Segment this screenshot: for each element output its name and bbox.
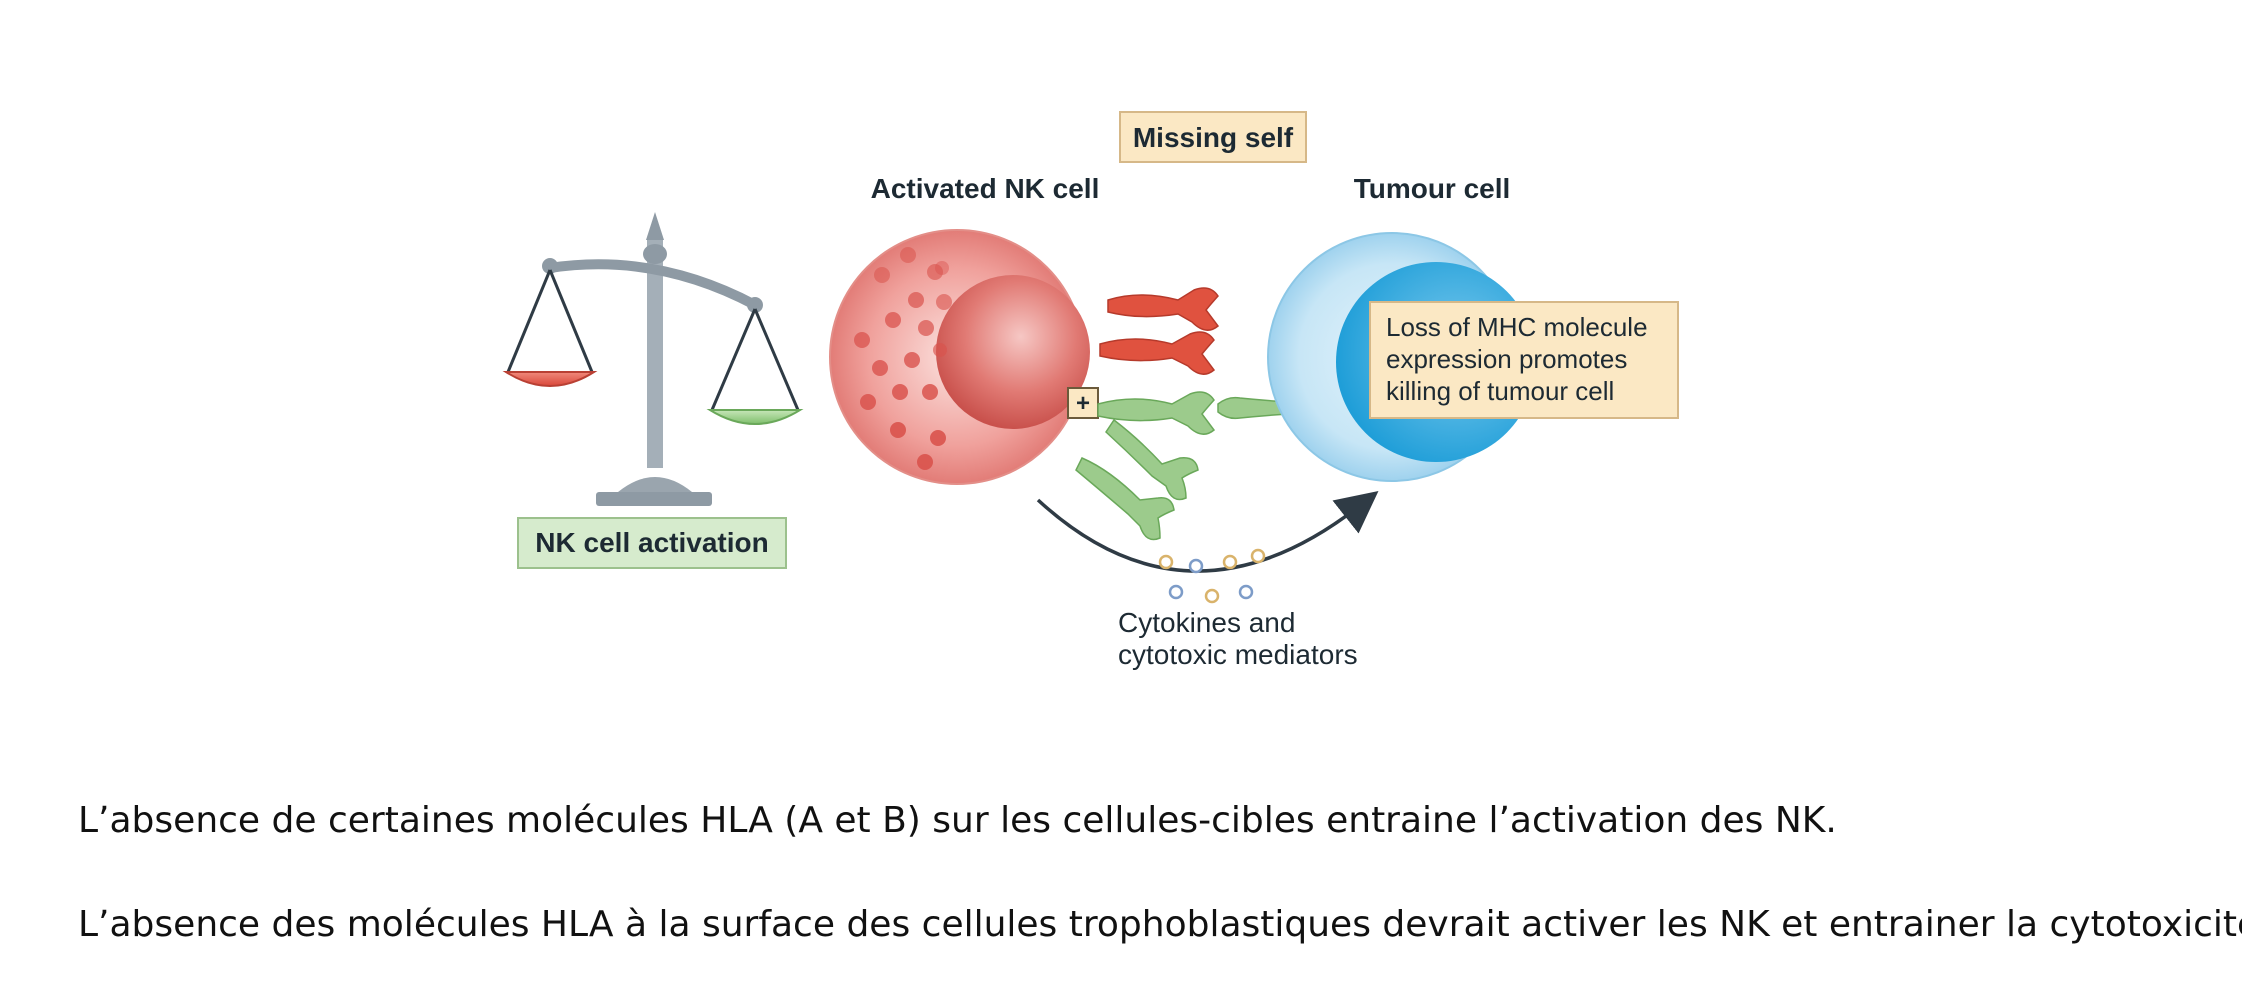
nk-cell-nucleus: [936, 275, 1090, 429]
nk-cell: [829, 229, 1090, 485]
mhc-loss-note-box: Loss of MHC molecule expression promotes…: [1369, 301, 1679, 419]
cytokine-particles: [1158, 548, 1266, 604]
missing-self-label-box: Missing self: [1119, 111, 1307, 163]
cytokines-label-line-1: Cytokines and: [1118, 607, 1295, 638]
missing-self-diagram: NK cell activation Missing self Activate…: [502, 111, 1679, 670]
mhc-note-line-2: expression promotes: [1386, 344, 1627, 374]
activation-plus-sign: +: [1076, 390, 1090, 417]
mhc-note-line-3: killing of tumour cell: [1386, 376, 1614, 406]
activation-plus-box: +: [1067, 387, 1099, 419]
missing-self-label: Missing self: [1133, 122, 1294, 153]
nk-activation-label: NK cell activation: [535, 527, 768, 558]
tumour-cell-title: Tumour cell: [1354, 173, 1511, 204]
paragraph-trophoblast: L’absence des molécules HLA à la surface…: [78, 904, 2242, 945]
activating-receptor-1: [1097, 391, 1216, 435]
activating-receptor-2: [1075, 457, 1175, 541]
activating-pan: [706, 409, 804, 425]
nk-activation-label-box: NK cell activation: [517, 517, 787, 569]
nk-cell-title: Activated NK cell: [871, 173, 1100, 204]
mhc-note-line-1: Loss of MHC molecule: [1386, 312, 1648, 342]
paragraph-hla-absence: L’absence de certaines molécules HLA (A …: [78, 800, 1837, 841]
inhibitory-receptor-2: [1099, 331, 1216, 375]
activating-receptor-3: [1105, 418, 1199, 501]
inhibitory-pan: [502, 371, 598, 387]
balance-scale-icon: [502, 212, 804, 506]
cytotoxic-granules: [854, 247, 952, 470]
inhibitory-receptor-1: [1107, 287, 1220, 331]
cytokines-label-line-2: cytotoxic mediators: [1118, 639, 1358, 670]
